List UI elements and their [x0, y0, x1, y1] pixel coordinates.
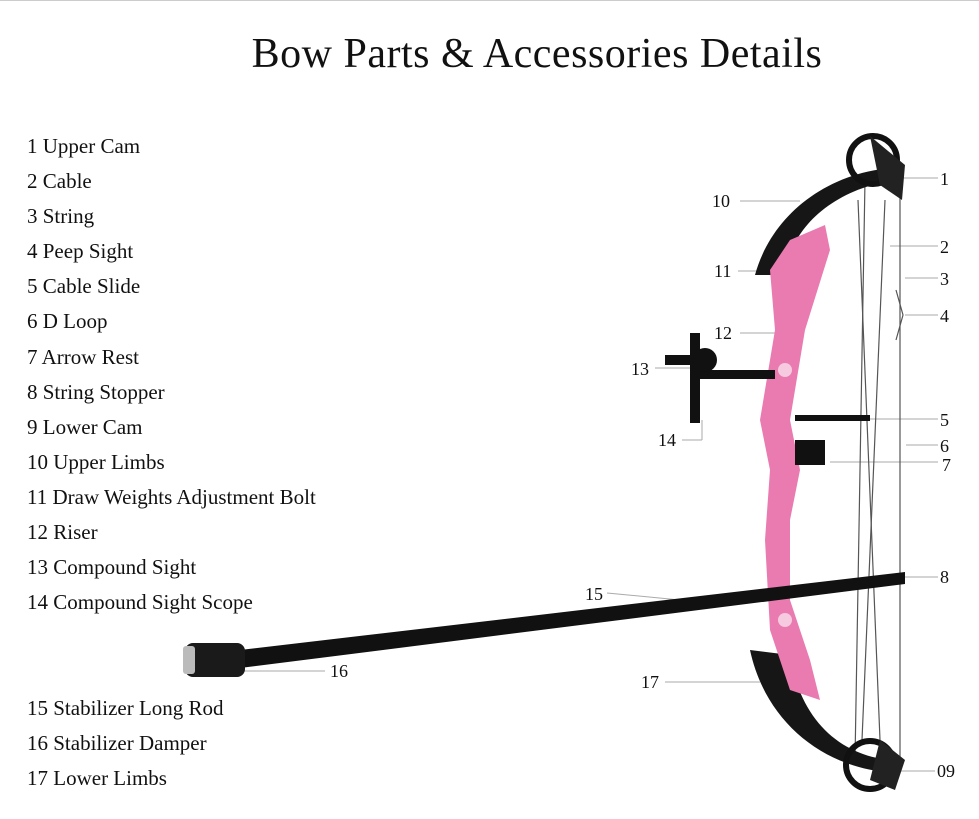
list-item: 15 Stabilizer Long Rod	[27, 696, 224, 720]
callout-11: 11	[714, 261, 732, 281]
list-item: 5 Cable Slide	[27, 274, 141, 299]
list-item: 13 Compound Sight	[27, 555, 197, 580]
callout-13: 13	[631, 359, 649, 379]
compound-sight	[665, 333, 775, 423]
callout-8: 8	[940, 567, 949, 587]
arrow-rest	[795, 440, 825, 465]
list-item: 7 Arrow Rest	[27, 344, 139, 369]
callout-16: 16	[330, 661, 348, 681]
callout-1: 1	[940, 169, 949, 189]
list-item: 2 Cable	[27, 169, 92, 194]
callout-14: 14	[658, 430, 676, 450]
parts-list-top: 1 Upper Cam 2 Cable 3 String 4 Peep Sigh…	[27, 129, 316, 620]
callout-17: 17	[641, 672, 659, 692]
list-item: 8 String Stopper	[27, 379, 165, 404]
callout-15: 15	[585, 584, 603, 604]
callout-9: 09	[937, 761, 955, 781]
list-item: 11 Draw Weights Adjustment Bolt	[27, 484, 316, 509]
list-item: 17 Lower Limbs	[27, 766, 167, 791]
list-item: 3 String	[27, 204, 95, 229]
callout-10: 10	[712, 191, 730, 211]
lower-cam	[843, 738, 905, 792]
page-title: Bow Parts & Accessories Details	[251, 31, 823, 77]
stabilizer-damper	[185, 643, 245, 677]
callout-5: 5	[940, 410, 949, 430]
callout-6: 6	[940, 436, 949, 456]
callout-2: 2	[940, 237, 949, 257]
callout-12: 12	[714, 323, 732, 343]
list-item: 4 Peep Sight	[27, 239, 134, 264]
parts-list-bottom: 15 Stabilizer Long Rod 16 Stabilizer Dam…	[27, 691, 224, 796]
callout-3: 3	[940, 269, 949, 289]
callout-4: 4	[940, 306, 949, 326]
list-item: 10 Upper Limbs	[27, 449, 165, 474]
stabilizer-long-rod	[240, 572, 905, 668]
list-item: 16 Stabilizer Damper	[27, 731, 207, 756]
upper-cam	[846, 133, 905, 200]
list-item: 14 Compound Sight Scope	[27, 590, 253, 615]
list-item: 1 Upper Cam	[27, 134, 141, 158]
callout-7: 7	[942, 455, 951, 475]
top-border	[0, 0, 979, 1]
lower-limbs	[750, 650, 890, 772]
list-item: 9 Lower Cam	[27, 414, 143, 439]
strings	[854, 170, 904, 761]
cable-slide	[795, 415, 870, 421]
leader-lines	[240, 177, 938, 772]
list-item: 6 D Loop	[27, 309, 108, 334]
list-item: 12 Riser	[27, 520, 98, 545]
